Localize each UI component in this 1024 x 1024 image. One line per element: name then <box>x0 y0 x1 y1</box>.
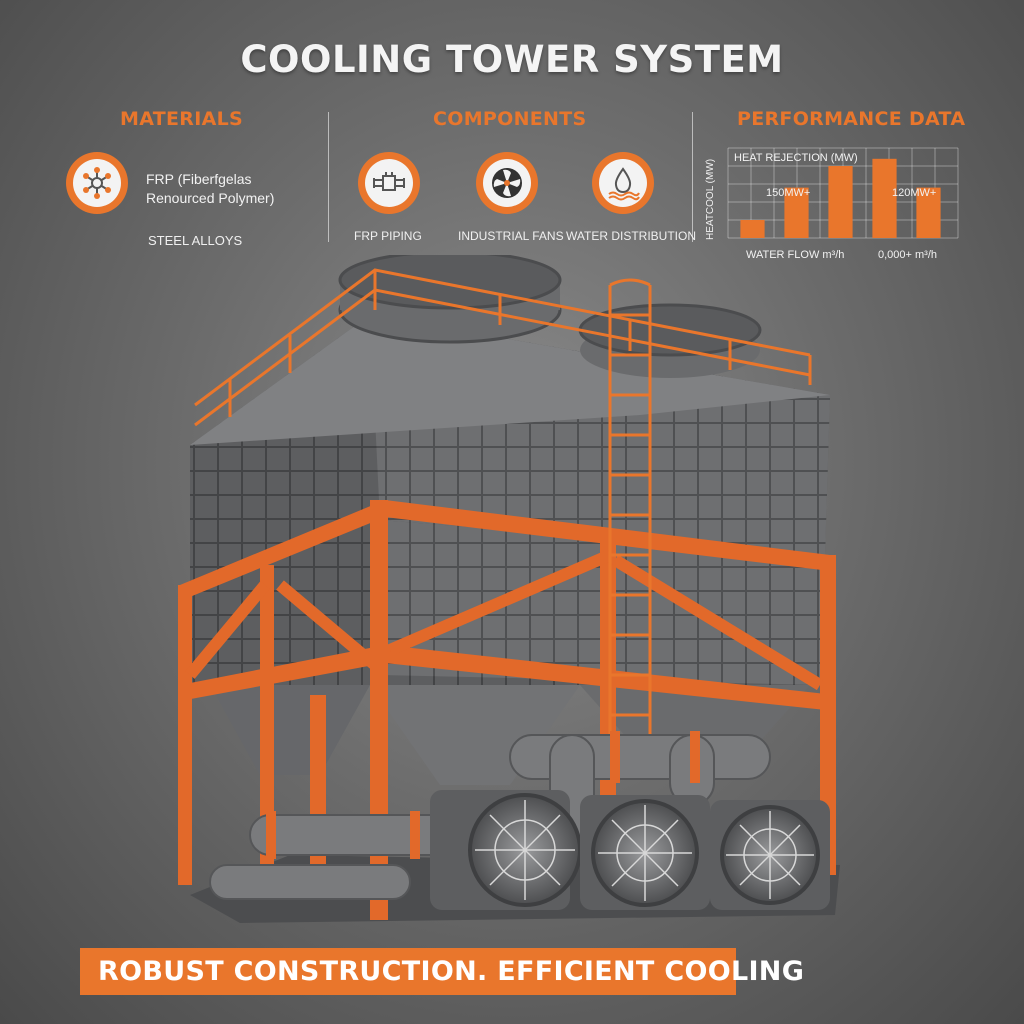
fan-unit-2 <box>580 795 710 910</box>
chart-x-label-1: WATER FLOW m³/h <box>746 249 844 261</box>
component-fans-circle <box>476 152 538 214</box>
fan-grille-1 <box>475 800 575 900</box>
components-heading: COMPONENTS <box>433 108 587 130</box>
chart-annotation-1: 150MW+ <box>766 187 810 199</box>
performance-chart: HEAT REJECTION (MW) HEATCOOL (MW) 150MW+… <box>700 140 964 265</box>
chart-bar <box>872 158 897 238</box>
pipe-icon <box>373 172 405 191</box>
material-frp-line1: FRP (Fiberfgelas <box>146 171 252 187</box>
bar-chart: HEAT REJECTION (MW) HEATCOOL (MW) 150MW+… <box>705 147 959 261</box>
material-frp-line2: Renourced Polymer) <box>146 190 275 206</box>
access-ladder <box>608 278 652 735</box>
section-divider <box>692 112 693 242</box>
pipe-flanges <box>266 731 700 859</box>
component-label-water: WATER DISTRIBUTION <box>566 229 696 243</box>
materials-heading: MATERIALS <box>120 108 243 130</box>
material-steel: STEEL ALLOYS <box>148 233 243 248</box>
tower-roof <box>190 315 830 445</box>
chart-x-label-2: 0,000+ m³/h <box>878 249 937 261</box>
component-piping-circle <box>358 152 420 214</box>
tagline-text: ROBUST CONSTRUCTION. EFFICIENT COOLING <box>98 956 805 987</box>
tagline-banner: ROBUST CONSTRUCTION. EFFICIENT COOLING <box>80 948 804 995</box>
material-frp: FRP (Fiberfgelas Renourced Polymer) <box>146 170 274 208</box>
cooling-tower-graphic <box>178 250 840 923</box>
fan-icon <box>492 168 522 198</box>
cooling-tower-illustration <box>170 250 860 939</box>
fan-unit-3 <box>710 800 830 910</box>
roof-railing <box>194 268 812 427</box>
chart-bar <box>784 187 809 238</box>
component-label-piping: FRP PIPING <box>354 229 422 243</box>
fan-grille-3 <box>726 811 814 899</box>
molecule-icon <box>83 167 111 199</box>
component-water-circle <box>592 152 654 214</box>
chart-annotation-2: 120MW+ <box>892 187 936 199</box>
page-title: COOLING TOWER SYSTEM <box>240 38 784 81</box>
chart-bar <box>828 166 853 238</box>
section-divider <box>328 112 329 242</box>
chart-y-label: HEATCOOL (MW) <box>705 159 716 240</box>
chart-bar <box>740 220 765 238</box>
materials-icon-circle <box>66 152 128 214</box>
chart-bars <box>740 158 941 238</box>
hopper-3 <box>580 685 810 775</box>
component-label-fans: INDUSTRIAL FANS <box>458 229 564 243</box>
water-drop-icon <box>608 167 640 201</box>
fan-grille-2 <box>598 805 692 901</box>
chart-bar <box>916 187 941 238</box>
performance-heading: PERFORMANCE DATA <box>737 108 966 130</box>
fan-unit-1 <box>430 790 582 910</box>
hopper-1 <box>210 685 370 775</box>
chart-title: HEAT REJECTION (MW) <box>734 152 858 164</box>
